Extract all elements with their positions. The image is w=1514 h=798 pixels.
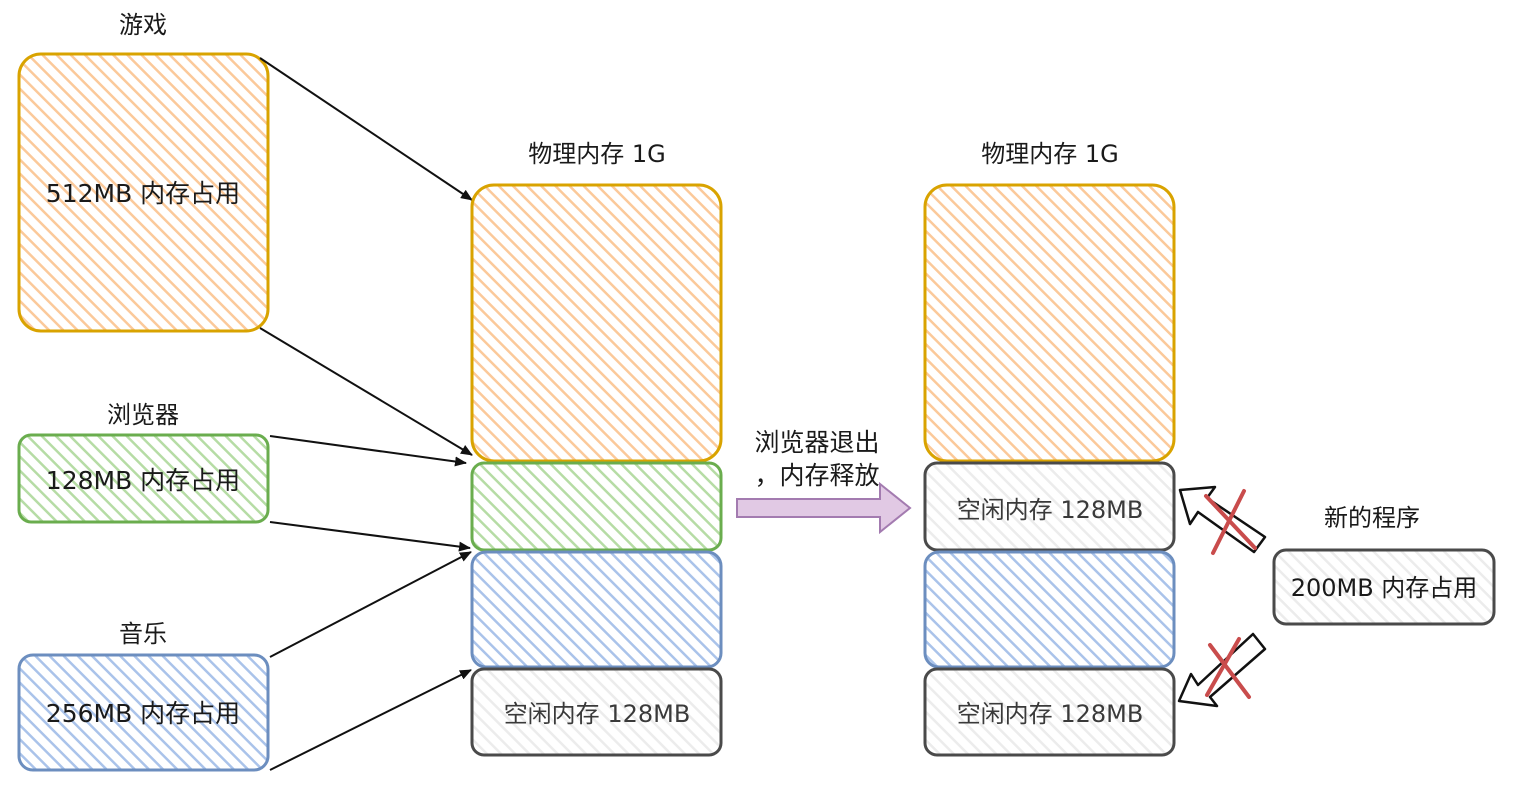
memory-after-free-bottom-label: 空闲内存 128MB	[957, 700, 1144, 728]
memory-after-game-segment	[923, 183, 1176, 463]
game-top-connector-arrow	[259, 57, 473, 201]
memory-after-title: 物理内存 1G	[981, 140, 1119, 168]
memory-before-free-label: 空闲内存 128MB	[504, 700, 691, 728]
transition-label-line2: ，内存释放	[754, 461, 879, 490]
memory-after-free-segment-bottom	[923, 667, 1176, 757]
game-block	[17, 52, 270, 333]
browser-usage: 128MB 内存占用	[46, 466, 240, 495]
memory-before-title: 物理内存 1G	[528, 140, 666, 168]
new-program-block	[1272, 548, 1496, 626]
memory-after-free-segment-top	[923, 461, 1176, 552]
music-top-connector-arrow	[269, 551, 472, 658]
game-bottom-connector-arrow	[259, 327, 473, 456]
transition-block-arrow	[736, 481, 912, 535]
memory-after-free-top-label: 空闲内存 128MB	[957, 496, 1144, 524]
game-title: 游戏	[119, 11, 167, 39]
memory-before-free-segment	[470, 667, 723, 757]
memory-after-music-segment	[923, 550, 1176, 669]
memory-before-browser-segment	[470, 461, 723, 552]
music-title: 音乐	[119, 620, 167, 648]
memory-before-game-segment	[470, 183, 723, 463]
red-cross-icon-bottom	[1205, 637, 1251, 699]
browser-block	[17, 433, 270, 524]
music-usage: 256MB 内存占用	[46, 699, 240, 728]
music-bottom-connector-arrow	[269, 669, 472, 771]
new-program-title: 新的程序	[1324, 504, 1420, 532]
memory-before-music-segment	[470, 550, 723, 669]
browser-bottom-connector-arrow	[269, 521, 471, 552]
browser-title: 浏览器	[107, 401, 179, 429]
new-program-usage: 200MB 内存占用	[1291, 574, 1478, 602]
music-block	[17, 653, 270, 772]
red-cross-icon-top	[1204, 489, 1257, 555]
browser-top-connector-arrow	[269, 435, 467, 467]
transition-label-line1: 浏览器退出	[754, 428, 879, 457]
game-usage: 512MB 内存占用	[46, 179, 240, 208]
